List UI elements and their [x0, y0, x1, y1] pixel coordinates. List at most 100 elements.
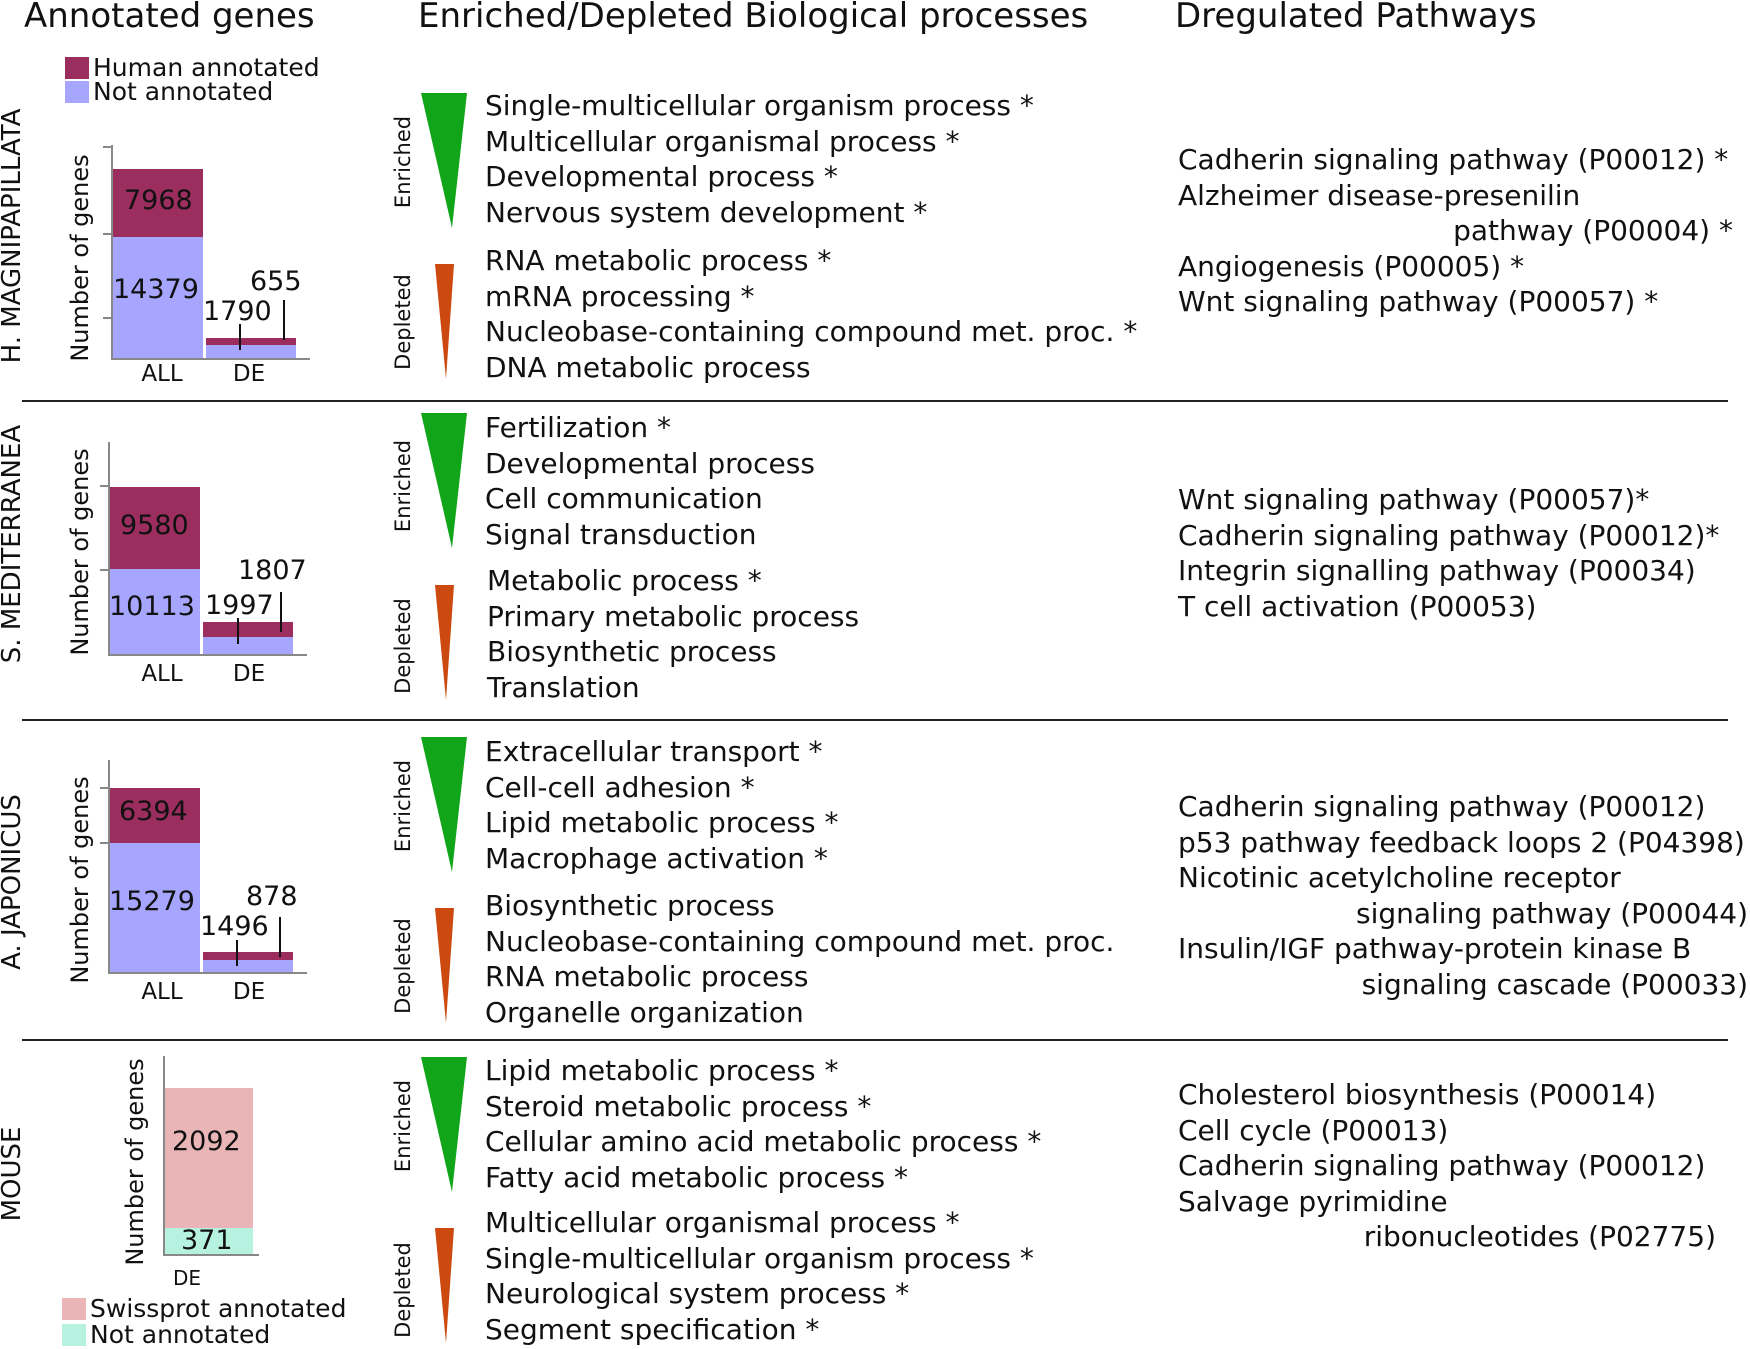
value-all-annotated: 7968: [124, 185, 193, 216]
leader-line: [239, 324, 241, 350]
depleted-wedge: [435, 264, 454, 379]
pathway-item: pathway (P00004) *: [1453, 214, 1733, 247]
enriched-triangle: [421, 413, 467, 548]
value-all-not-annotated: 14379: [113, 274, 199, 305]
process-item: RNA metabolic process *: [485, 244, 832, 277]
enriched-process-list: Single-multicellular organism process * …: [485, 88, 1034, 230]
leader-line: [280, 592, 282, 632]
process-item: Cellular amino acid metabolic process *: [485, 1125, 1042, 1158]
depleted-label: Depleted: [391, 918, 415, 1014]
legend-item-not-annotated: Not annotated: [65, 77, 320, 106]
pathway-item: Cholesterol biosynthesis (P00014): [1178, 1078, 1657, 1111]
process-item: DNA metabolic process: [485, 350, 811, 384]
depleted-process-list: Biosynthetic process Nucleobase-containi…: [485, 888, 1114, 1030]
process-item: Nervous system development *: [485, 195, 928, 229]
bar-all-not-annotated: [113, 237, 203, 358]
process-item: Organelle organization: [485, 995, 804, 1029]
process-item: Biosynthetic process: [485, 889, 775, 922]
legend-item-swissprot-annotated: Swissprot annotated: [62, 1296, 346, 1322]
depleted-wedge: [435, 1228, 454, 1343]
x-axis: [108, 654, 307, 656]
process-item: Single-multicellular organism process *: [485, 1241, 1034, 1275]
process-item: Lipid metabolic process *: [485, 1054, 839, 1087]
depleted-process-list: Multicellular organismal process * Singl…: [485, 1205, 1034, 1347]
pathway-item: signaling pathway (P00044): [1355, 896, 1748, 930]
pathway-list: Wnt signaling pathway (P00057)* Cadherin…: [1178, 482, 1719, 624]
depleted-process-list: Metabolic process * Primary metabolic pr…: [487, 563, 859, 705]
legend-item-human-annotated: Human annotated: [65, 53, 320, 82]
y-axis: [111, 145, 113, 360]
bar-all-annotated: [110, 788, 200, 843]
bar-de-not-annotated: [165, 1228, 253, 1254]
pathway-list: Cholesterol biosynthesis (P00014) Cell c…: [1178, 1077, 1716, 1255]
legend-item-not-annotated: Not annotated: [62, 1322, 346, 1348]
legend-swatch: [65, 57, 89, 79]
process-item: Metabolic process *: [487, 564, 762, 597]
leader-line: [279, 917, 281, 957]
enriched-wedge: [421, 93, 467, 228]
enriched-label: Enriched: [391, 1079, 415, 1173]
y-axis: [163, 1056, 165, 1256]
legend-swatch: [65, 81, 89, 103]
process-item: Cell-cell adhesion *: [485, 770, 755, 804]
y-axis-label: Number of genes: [66, 776, 94, 984]
panel-separator: [22, 1039, 1728, 1041]
legend-swatch: [62, 1324, 86, 1346]
value-de-annotated: 655: [250, 266, 302, 297]
legend-label: Swissprot annotated: [90, 1294, 347, 1323]
x-axis: [163, 1254, 259, 1256]
depleted-triangle: [435, 585, 454, 700]
y-axis-label: Number of genes: [121, 1058, 149, 1266]
pathway-item: ribonucleotides (P02775): [1363, 1220, 1716, 1253]
legend-mouse: Swissprot annotated Not annotated: [62, 1296, 346, 1348]
species-label: H. MAGNIPAPILLATA: [0, 108, 27, 364]
process-item: Multicellular organismal process *: [485, 1206, 960, 1239]
legend-human: Human annotated Not annotated: [65, 53, 320, 106]
legend-label: Not annotated: [93, 77, 274, 106]
legend-label: Not annotated: [90, 1320, 271, 1349]
header-pathways: Dregulated Pathways: [1175, 0, 1537, 36]
pathway-item: Insulin/IGF pathway-protein kinase B: [1178, 932, 1692, 965]
leader-line: [237, 618, 239, 644]
depleted-triangle: [435, 264, 454, 379]
enriched-label: Enriched: [391, 759, 415, 853]
value-de-annotated: 2092: [172, 1126, 241, 1157]
value-all-not-annotated: 15279: [109, 886, 195, 917]
x-label-de: DE: [172, 1266, 202, 1290]
enriched-triangle: [421, 737, 467, 872]
process-item: RNA metabolic process: [485, 960, 809, 993]
value-all-not-annotated: 10113: [109, 591, 195, 622]
enriched-process-list: Extracellular transport * Cell-cell adhe…: [485, 734, 839, 876]
bar-all-annotated: [113, 169, 203, 237]
depleted-wedge: [435, 585, 454, 700]
pathway-item: T cell activation (P00053): [1178, 589, 1537, 623]
legend-swatch: [62, 1298, 86, 1320]
depleted-triangle: [435, 1228, 454, 1343]
depleted-label: Depleted: [391, 598, 415, 694]
panel-separator: [22, 719, 1728, 721]
depleted-process-list: RNA metabolic process * mRNA processing …: [485, 243, 1137, 385]
process-item: Developmental process *: [485, 160, 838, 193]
process-item: Fertilization *: [485, 411, 672, 444]
x-axis: [108, 972, 307, 974]
process-item: Nucleobase-containing compound met. proc…: [485, 315, 1138, 348]
x-label-all: ALL: [141, 979, 183, 1005]
bar-all-not-annotated: [110, 843, 200, 972]
legend-label: Human annotated: [93, 53, 320, 82]
species-label: A. JAPONICUS: [0, 794, 27, 970]
process-item: Segment specification *: [485, 1312, 820, 1346]
y-axis: [108, 442, 110, 656]
enriched-label: Enriched: [391, 439, 415, 533]
pathway-list: Cadherin signaling pathway (P00012) p53 …: [1178, 789, 1748, 1002]
y-tick: [100, 787, 108, 789]
depleted-triangle: [435, 908, 454, 1023]
pathway-item: Cadherin signaling pathway (P00012): [1178, 790, 1706, 823]
enriched-triangle: [421, 1057, 467, 1192]
pathway-item: Cell cycle (P00013): [1178, 1113, 1449, 1147]
y-axis-label: Number of genes: [66, 448, 94, 656]
value-de-not-annotated: 371: [181, 1225, 233, 1256]
depleted-label: Depleted: [391, 1242, 415, 1338]
leader-line: [283, 300, 285, 340]
x-axis: [111, 358, 310, 360]
pathway-item: Salvage pyrimidine: [1178, 1184, 1448, 1218]
